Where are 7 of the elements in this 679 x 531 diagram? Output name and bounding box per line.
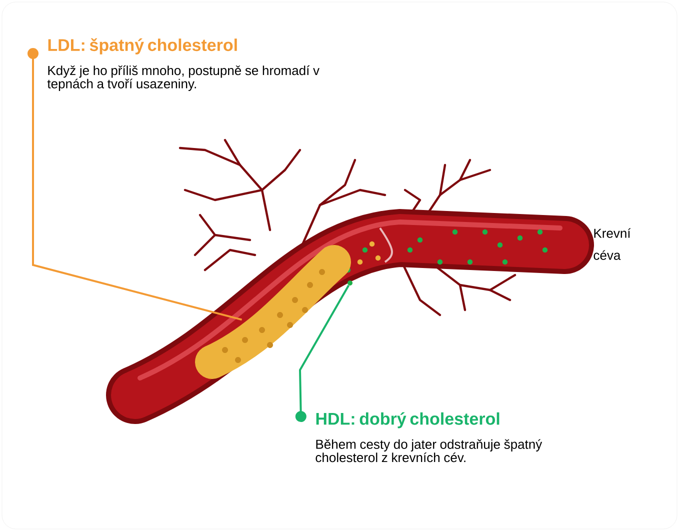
leader-line: [28, 48, 242, 321]
annotation-text: HDL: dobrý cholesterol Během cesty do jater odstraňuje špatný cholesterol z krevních cév.: [316, 412, 542, 462]
vessel-label: Krevní céva: [594, 228, 631, 260]
leader-line: [295, 284, 350, 422]
annotation-text: LDL: špatný cholesterol Když je ho příliš mnoho, postupně se hromadí v tepnách a tvoří usazeniny.: [47, 38, 320, 91]
plaque-drawing: [195, 245, 351, 379]
particle: [348, 280, 352, 286]
